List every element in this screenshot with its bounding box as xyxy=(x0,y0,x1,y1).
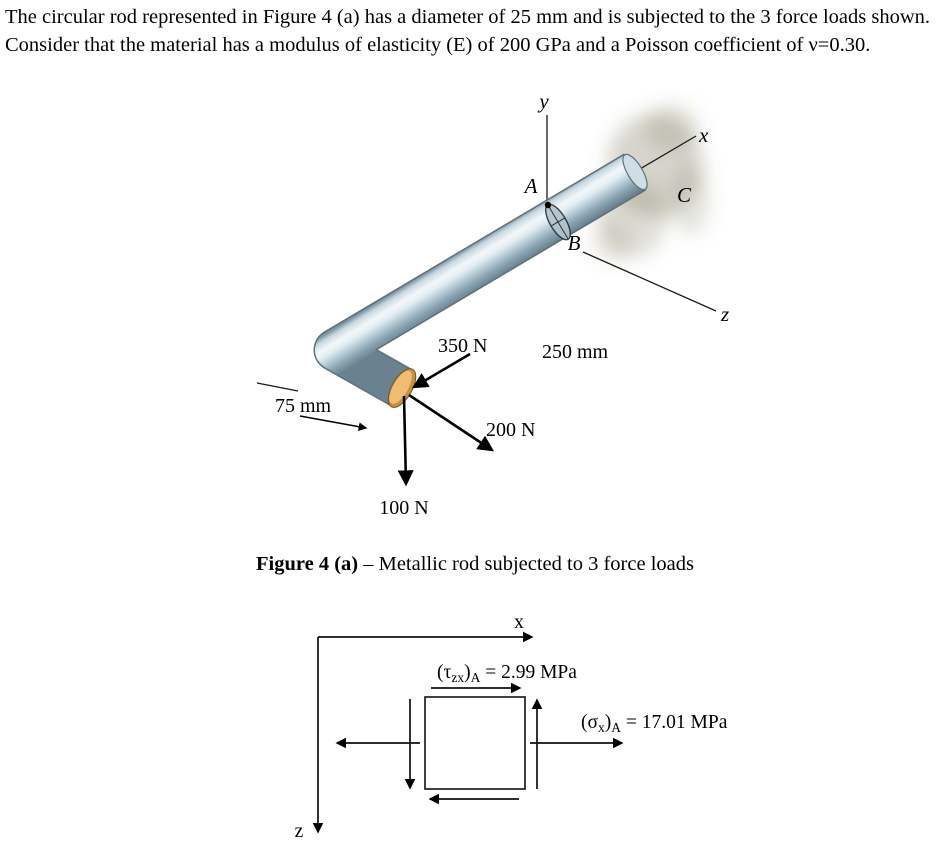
z2-axis-label: z xyxy=(295,821,304,842)
figure-4a-diagram: y x z A B C 250 mm 75 xyxy=(256,90,729,519)
sigma-label-sub: x xyxy=(598,720,605,735)
force-350n-arrow xyxy=(411,352,471,389)
tau-label: (τzx)A = 2.99 MPa xyxy=(437,662,577,685)
figure-caption-bold: Figure 4 (a) xyxy=(256,553,359,575)
force-100n-label: 100 N xyxy=(379,497,428,519)
point-b-label: B xyxy=(568,231,581,255)
figure-caption-text: – Metallic rod subjected to 3 force load… xyxy=(358,553,694,575)
point-c-label: C xyxy=(677,183,692,207)
tau-label-sub: A xyxy=(471,670,481,685)
figure-caption: Figure 4 (a) – Metallic rod subjected to… xyxy=(0,553,950,576)
dim-75mm-label: 75 mm xyxy=(275,395,332,417)
cap-face xyxy=(389,370,412,404)
point-a-label: A xyxy=(523,174,538,198)
stress-element-diagram: x z (τzx)A = 2.99 MPa (σx)A = 17.01 MPa xyxy=(295,612,728,842)
force-200n-label: 200 N xyxy=(486,419,535,441)
tau-label-part: ) xyxy=(464,662,471,683)
stress-element-square xyxy=(424,696,526,790)
force-350n-label: 350 N xyxy=(438,335,487,357)
tau-label-part: = 2.99 MPa xyxy=(480,662,577,683)
sigma-label-sub: A xyxy=(611,720,621,735)
sigma-label: (σx)A = 17.01 MPa xyxy=(581,712,728,735)
rod-end-face-group xyxy=(622,153,648,191)
tau-label-sub: zx xyxy=(451,670,464,685)
problem-statement: The circular rod represented in Figure 4… xyxy=(5,6,931,57)
smudge-blob xyxy=(592,218,632,262)
sigma-label-part: (σ xyxy=(581,712,598,733)
sigma-label-part: ) xyxy=(605,712,612,733)
rod-body xyxy=(315,154,646,406)
x-axis-label: x xyxy=(698,123,709,147)
x2-axis-label: x xyxy=(514,612,524,633)
dim-75mm-extension-line xyxy=(256,382,299,392)
force-200n-arrow xyxy=(408,393,495,452)
y-axis-label: y xyxy=(537,90,549,113)
dim-75mm-arrow xyxy=(299,415,368,431)
sigma-label-part: = 17.01 MPa xyxy=(621,712,728,733)
tau-label-part: (τ xyxy=(437,662,451,683)
section-axis-line xyxy=(547,204,569,240)
smudge-blob xyxy=(670,165,710,235)
smudge-blob xyxy=(646,104,698,152)
rod-end-face xyxy=(622,153,648,191)
z-axis-line xyxy=(582,251,717,312)
z-axis-label: z xyxy=(720,302,729,326)
dim-250mm-label: 250 mm xyxy=(542,341,609,363)
rod-cap-group xyxy=(387,368,417,408)
point-a-dot xyxy=(544,201,552,209)
force-100n-arrow xyxy=(397,395,414,487)
